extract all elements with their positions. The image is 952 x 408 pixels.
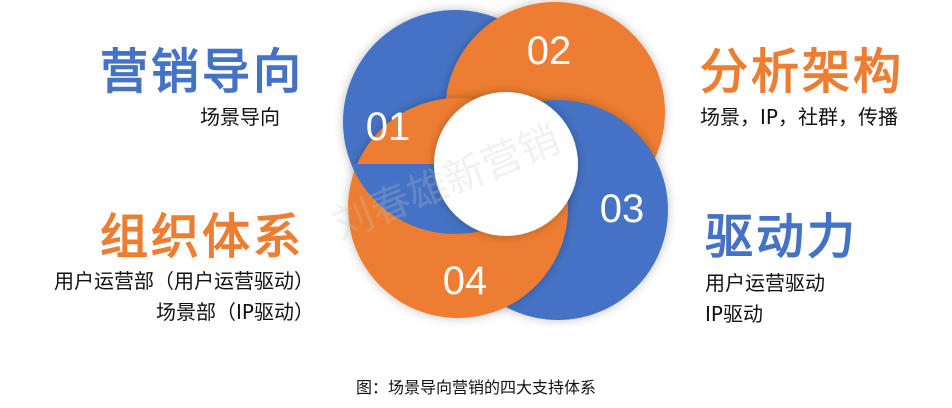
segment-title-03: 驱动力 [705,209,859,265]
segment-title-04: 组织体系 [100,209,305,265]
desc-line: 用户运营部（用户运营驱动） [54,269,314,293]
segment-number-04: 04 [443,259,488,303]
segment-number-02: 02 [527,29,572,73]
desc-line: 场景部（IP驱动） [156,300,314,324]
segment-number-01: 01 [366,105,411,149]
segment-desc-01: 场景导向 [200,102,280,133]
segment-desc-02: 场景，IP，社群，传播 [700,102,898,133]
figure-caption: 图：场景导向营销的四大支持体系 [355,378,596,397]
segment-desc-04: 用户运营部（用户运营驱动） 场景部（IP驱动） [54,266,314,328]
segment-title-01: 营销导向 [100,44,305,100]
segment-title-02: 分析架构 [700,44,905,100]
desc-line: IP驱动 [705,302,763,326]
desc-line: 用户运营驱动 [705,271,825,295]
center-hole [434,92,578,236]
desc-line: 场景导向 [200,105,280,129]
segment-number-03: 03 [600,187,645,231]
desc-line: 场景，IP，社群，传播 [700,105,898,129]
segment-desc-03: 用户运营驱动 IP驱动 [705,268,825,330]
